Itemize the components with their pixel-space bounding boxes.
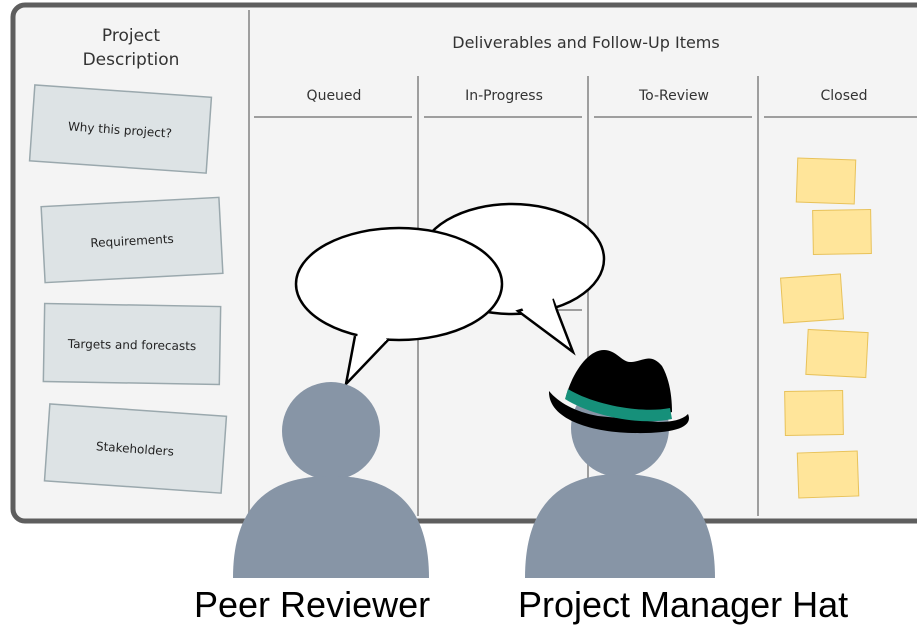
description-card-label: Stakeholders bbox=[96, 439, 175, 458]
deliverables-header: Deliverables and Follow-Up Items bbox=[452, 33, 719, 52]
hat-crown bbox=[566, 350, 672, 416]
peer-reviewer-head bbox=[282, 382, 380, 480]
description-card-shape bbox=[28, 84, 213, 174]
speech-bubble-tail-cover bbox=[357, 330, 386, 341]
column-header-to-review: To-Review bbox=[638, 88, 709, 104]
description-card-label: Targets and forecasts bbox=[67, 337, 197, 353]
sticky-note bbox=[805, 328, 869, 379]
fedora-hat-icon bbox=[548, 350, 689, 434]
description-header: Description bbox=[83, 50, 180, 70]
description-card: Why this project? bbox=[28, 84, 213, 174]
description-card-label: Requirements bbox=[90, 232, 174, 250]
hat-band bbox=[565, 389, 672, 422]
peer-reviewer-person-icon bbox=[233, 382, 429, 578]
speech-bubble-body bbox=[294, 226, 504, 342]
column-header-in-progress: In-Progress bbox=[465, 88, 543, 104]
description-header: Project bbox=[102, 26, 160, 46]
description-card-shape bbox=[42, 302, 222, 386]
sticky-note bbox=[796, 450, 860, 499]
sticky-note bbox=[812, 208, 872, 256]
sticky-note bbox=[780, 273, 845, 324]
closed-sticky-notes bbox=[780, 157, 872, 499]
speech-bubble-tail-cover bbox=[521, 298, 556, 314]
description-card: Requirements bbox=[40, 196, 224, 284]
description-card-shape bbox=[43, 403, 228, 494]
column-header-queued: Queued bbox=[307, 88, 362, 104]
sticky-note bbox=[784, 389, 844, 437]
peer-reviewer-caption: Peer Reviewer bbox=[194, 584, 431, 625]
hat-brim bbox=[548, 391, 689, 434]
project-manager-caption: Project Manager Hat bbox=[518, 584, 849, 625]
peer-reviewer-body bbox=[233, 476, 429, 578]
column-header-closed: Closed bbox=[820, 88, 867, 104]
description-card: Targets and forecasts bbox=[42, 302, 222, 386]
speech-bubble-tail bbox=[343, 335, 390, 388]
description-card-shape bbox=[40, 196, 224, 284]
speech-bubble-icon bbox=[294, 226, 504, 388]
sticky-note bbox=[795, 157, 857, 205]
project-manager-body bbox=[525, 474, 715, 578]
description-card: Stakeholders bbox=[43, 403, 228, 494]
